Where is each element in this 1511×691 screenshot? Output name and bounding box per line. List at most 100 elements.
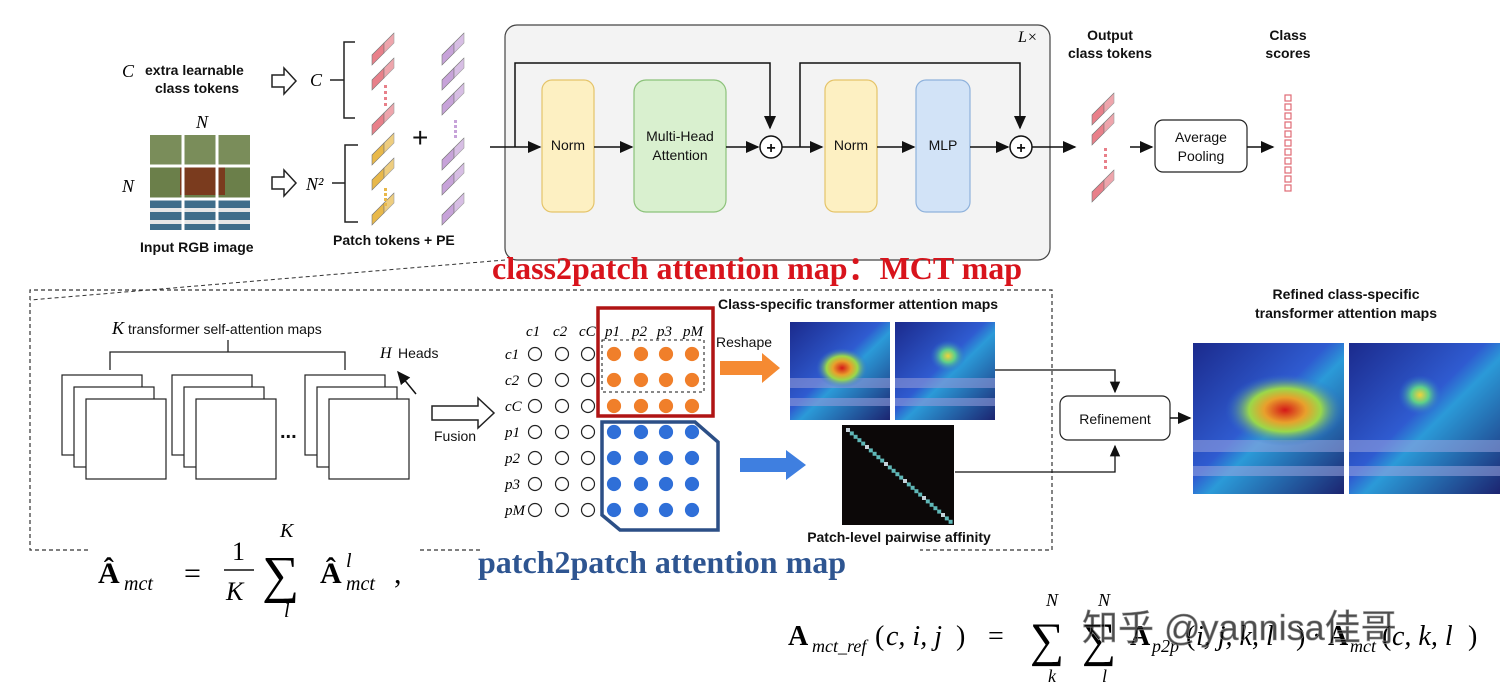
- matrix-cell: [606, 346, 622, 362]
- svg-text:): ): [1468, 621, 1477, 652]
- attention-map-sheet: [85, 398, 167, 480]
- affinity-cell: [861, 441, 866, 446]
- refined-map-2: [1349, 343, 1500, 494]
- class-specific-title: Class-specific transformer attention map…: [718, 296, 998, 312]
- norm-2-box: [824, 79, 878, 213]
- refined-map-1: [1193, 343, 1345, 494]
- pe-token: [441, 32, 465, 66]
- pe-token: [441, 162, 465, 196]
- output-label-2: class tokens: [1068, 45, 1152, 61]
- c-tokens-label-2: class tokens: [155, 80, 239, 96]
- svg-text:i, j, k, l: i, j, k, l: [1196, 621, 1274, 652]
- matrix-cell: [527, 424, 543, 440]
- svg-text:p2p: p2p: [1150, 636, 1179, 656]
- svg-text:,: ,: [394, 557, 402, 590]
- refined-title-1: Refined class-specific: [1272, 286, 1419, 302]
- affinity-cell: [948, 519, 953, 524]
- matrix-cell: [633, 476, 649, 492]
- matrix-cell: [633, 398, 649, 414]
- svg-text:mct_ref: mct_ref: [812, 636, 869, 656]
- affinity-cell: [937, 509, 942, 514]
- svg-text:(: (: [875, 621, 884, 652]
- c-bracket: [330, 41, 355, 119]
- matrix-cell: [633, 424, 649, 440]
- svg-text:∑: ∑: [1030, 614, 1064, 667]
- svg-text:): ): [1296, 621, 1305, 652]
- class-score-cell: [1284, 130, 1292, 138]
- matrix-cell: [606, 502, 622, 518]
- svg-text:A: A: [788, 621, 809, 652]
- matrix-cell: [684, 502, 700, 518]
- input-image: [150, 135, 250, 230]
- layers-label: L×: [1017, 29, 1038, 46]
- svg-text:1: 1: [232, 537, 245, 566]
- patch-token: [371, 192, 395, 226]
- fusion-arrow-icon: [431, 396, 496, 430]
- col-header: p1: [604, 324, 620, 340]
- matrix-cell: [684, 398, 700, 414]
- n-left-symbol: N: [121, 176, 135, 196]
- matrix-cell: [554, 424, 570, 440]
- n2-symbol: N²: [305, 174, 324, 194]
- row-header: p3: [504, 477, 520, 493]
- avgpool-box: [1154, 119, 1248, 173]
- pe-token: [441, 192, 465, 226]
- svg-text:(: (: [1186, 621, 1195, 652]
- svg-text:k: k: [1048, 666, 1057, 686]
- matrix-cell: [527, 476, 543, 492]
- affinity-cell: [876, 455, 881, 460]
- refined-title-2: transformer attention maps: [1255, 305, 1437, 321]
- col-header: p3: [656, 324, 672, 340]
- class-score-cell: [1284, 157, 1292, 165]
- class-map-2: [895, 322, 995, 420]
- mha-label-1: Multi-Head: [646, 128, 714, 144]
- norm-1-box: [541, 79, 595, 213]
- pe-token-stack: [441, 32, 465, 226]
- affinity-arrow-icon: [740, 450, 806, 480]
- svg-text:mct: mct: [1350, 636, 1377, 656]
- h-heads-label: Heads: [398, 345, 438, 361]
- col-header: pM: [682, 324, 705, 340]
- matrix-cell: [580, 424, 596, 440]
- affinity-cell: [846, 428, 850, 432]
- matrix-cell: [580, 450, 596, 466]
- output-token-stack: [1091, 92, 1115, 203]
- matrix-cell: [658, 502, 674, 518]
- matrix-cell: [527, 372, 543, 388]
- output-label-1: Output: [1087, 27, 1133, 43]
- affinity-cell: [865, 445, 869, 449]
- matrix-cell: [658, 450, 674, 466]
- affinity-cell: [857, 438, 862, 443]
- matrix-cell: [527, 346, 543, 362]
- matrix-cell: [684, 450, 700, 466]
- svg-text:K: K: [225, 577, 245, 606]
- plus-glyph: +: [412, 122, 428, 153]
- matrix-cell: [527, 398, 543, 414]
- class-token: [371, 102, 395, 136]
- add-2-glyph: +: [1016, 140, 1025, 157]
- class-score-cell: [1284, 166, 1292, 174]
- pe-token: [441, 82, 465, 116]
- mha-label-2: Attention: [652, 147, 707, 163]
- matrix-cell: [606, 372, 622, 388]
- class-score-cell: [1284, 94, 1292, 102]
- matrix-cell: [580, 476, 596, 492]
- affinity-cell: [891, 468, 896, 473]
- matrix-cell: [554, 502, 570, 518]
- class-token: [371, 32, 395, 66]
- svg-text:l: l: [1102, 666, 1107, 686]
- map-ellipsis: ...: [280, 421, 297, 443]
- svg-text:c, k, l: c, k, l: [1392, 621, 1453, 652]
- affinity-cell: [899, 475, 904, 480]
- fusion-label: Fusion: [434, 428, 476, 444]
- svg-text:): ): [956, 621, 965, 652]
- affinity-cell: [925, 499, 930, 504]
- col-header: c2: [553, 324, 568, 340]
- affinity-cell: [933, 506, 938, 511]
- matrix-cell: [606, 424, 622, 440]
- matrix-cell: [554, 476, 570, 492]
- matrix-cell: [554, 398, 570, 414]
- attention-map-sheet: [328, 398, 410, 480]
- row-header: c2: [505, 373, 520, 389]
- k-maps-label: transformer self-attention maps: [128, 321, 322, 337]
